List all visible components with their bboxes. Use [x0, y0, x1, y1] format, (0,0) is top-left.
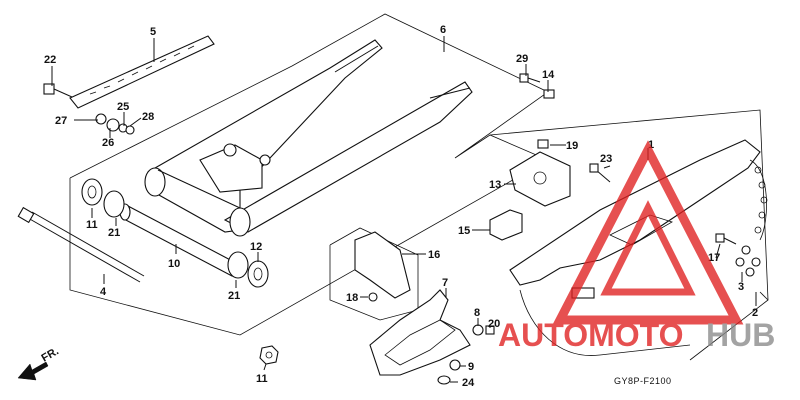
bolt-17	[715, 233, 737, 245]
part-label: 29	[516, 53, 528, 65]
part-label: 14	[542, 69, 555, 81]
part-label: 24	[462, 377, 475, 389]
part-label: 16	[428, 249, 440, 261]
guide-fasteners	[437, 324, 495, 385]
part-label: 13	[489, 179, 501, 191]
pivot-bolt	[17, 206, 145, 283]
leader-lines	[51, 36, 757, 383]
part-labels: 5 6 22 29 14 25 27 28 26 19 1 23 13 11 2…	[44, 24, 758, 389]
swingarm	[144, 39, 473, 237]
chain-guard-wire	[519, 289, 691, 356]
swingarm-group-outline	[69, 13, 549, 336]
front-arrow-icon	[17, 361, 49, 381]
part-label: 5	[150, 26, 156, 38]
watermark-text-gray: HUB	[706, 317, 775, 353]
part-label: 23	[600, 153, 612, 165]
pivot-nut	[259, 345, 279, 365]
bolt-19	[537, 139, 549, 149]
chain-case-group-outline	[489, 109, 769, 361]
chain-slider-strip	[69, 35, 215, 109]
part-label: 27	[55, 115, 67, 127]
part-label: 6	[440, 24, 446, 36]
part-label: 21	[228, 290, 240, 302]
grommet	[489, 209, 523, 241]
part-label: 20	[488, 318, 500, 330]
chain-guide-plate	[354, 231, 411, 302]
part-label: 7	[442, 277, 448, 289]
part-label: 2	[752, 307, 758, 319]
front-arrow-indicator: FR.	[17, 345, 61, 381]
part-label: 21	[108, 227, 120, 239]
small-bolts	[519, 73, 555, 99]
part-label: 17	[708, 252, 720, 264]
part-label: 28	[142, 111, 154, 123]
watermark-logo: AUTOMOTO HUB	[498, 140, 775, 353]
part-label: 15	[458, 225, 470, 237]
pivot-bearings	[81, 178, 269, 288]
part-label: 1	[648, 139, 654, 151]
chain-case-bracket	[509, 151, 571, 207]
front-label: FR.	[40, 345, 61, 364]
part-label: 11	[86, 219, 98, 231]
screw-23	[589, 163, 611, 183]
part-label: 10	[168, 258, 180, 270]
part-label: 22	[44, 54, 56, 66]
part-label: 25	[117, 101, 129, 113]
chain-slider-lower	[369, 289, 471, 376]
figure-code: GY8P-F2100	[614, 376, 672, 386]
watermark-text-red: AUTOMOTO	[498, 317, 683, 353]
warning-triangle-icon	[552, 140, 744, 325]
part-label: 4	[100, 286, 107, 298]
part-label: 26	[102, 137, 114, 149]
part-label: 9	[468, 361, 474, 373]
part-label: 8	[474, 307, 480, 319]
drive-chain	[735, 159, 768, 277]
part-label: 18	[346, 292, 358, 304]
part-label: 19	[566, 140, 578, 152]
part-label: 12	[250, 241, 262, 253]
part-label: 3	[738, 281, 744, 293]
part-label: 11	[256, 373, 268, 385]
